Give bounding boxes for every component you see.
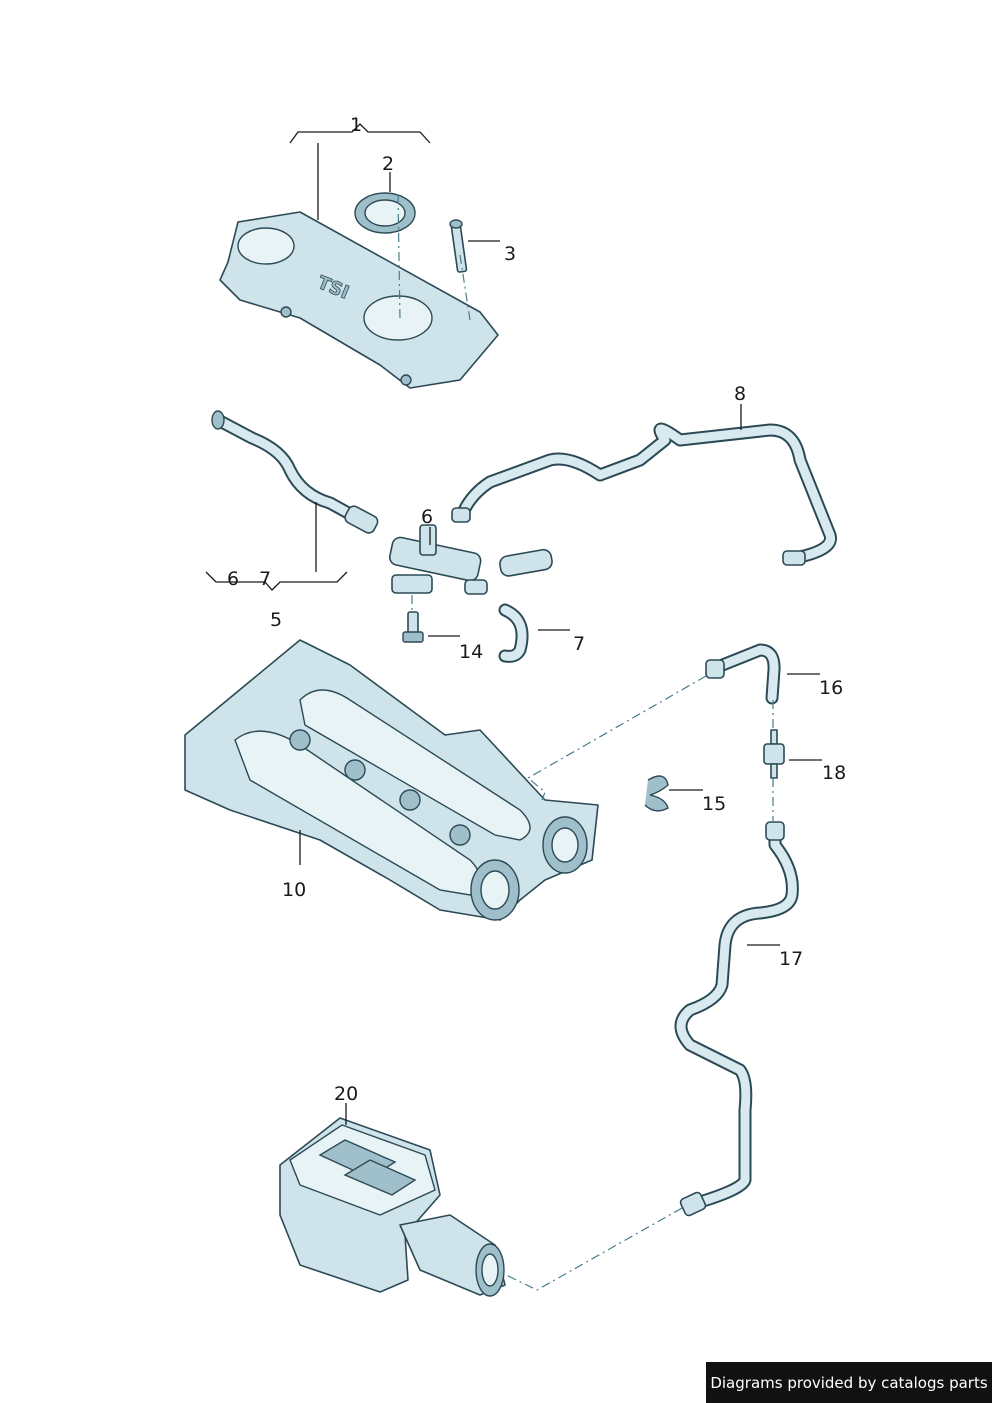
callout-10: 10 (282, 879, 306, 901)
screw-bolt (449, 219, 468, 273)
callout-8: 8 (734, 383, 746, 405)
elbow-hose (498, 603, 529, 663)
pressure-regulating-valve (388, 524, 553, 595)
callout-14: 14 (459, 641, 483, 663)
breather-hose-left (211, 410, 379, 534)
breather-hose-long (451, 422, 837, 566)
hose-16 (705, 643, 781, 705)
hex-bolt (402, 611, 424, 643)
callout-2: 2 (382, 153, 394, 175)
callout-3: 3 (504, 243, 516, 265)
hose-clip (644, 775, 669, 812)
engine-cover: TSI (219, 211, 499, 389)
check-valve (763, 729, 785, 779)
callout-6-valve: 6 (421, 506, 433, 528)
callout-15: 15 (702, 793, 726, 815)
credit-banner: Diagrams provided by catalogs parts (706, 1362, 992, 1403)
callout-7-hose: 7 (259, 568, 271, 590)
callout-6-hose: 6 (227, 568, 239, 590)
callout-16: 16 (819, 677, 843, 699)
callout-17: 17 (779, 948, 803, 970)
callout-5: 5 (270, 609, 282, 631)
logo-emblem (354, 192, 416, 234)
callout-18: 18 (822, 762, 846, 784)
callout-7-elbow: 7 (573, 633, 585, 655)
callout-1: 1 (350, 114, 362, 136)
vent-hose-17 (674, 821, 799, 1217)
cylinder-head-cover (184, 639, 599, 921)
air-filter-housing (279, 1117, 506, 1297)
callout-20: 20 (334, 1083, 358, 1105)
credit-text: Diagrams provided by catalogs parts (710, 1373, 988, 1392)
